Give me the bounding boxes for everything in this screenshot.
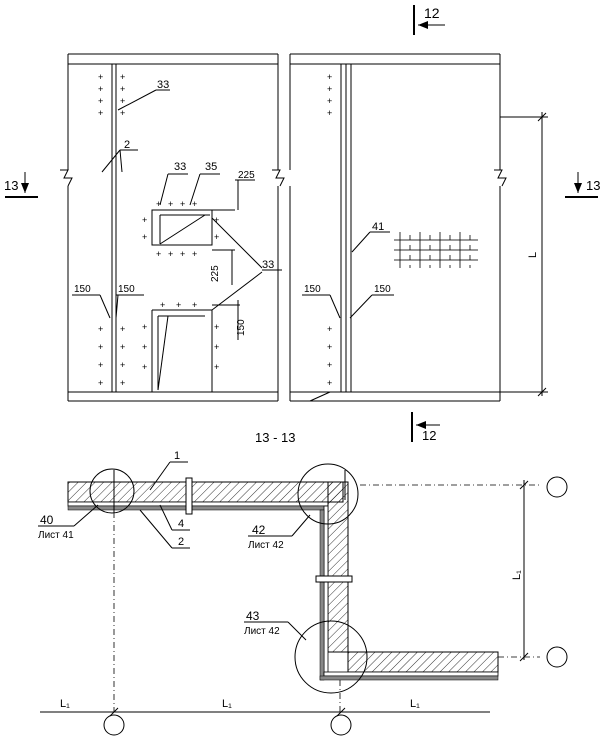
svg-text:+: + (98, 378, 103, 388)
svg-text:+: + (98, 324, 103, 334)
svg-text:+: + (327, 96, 332, 106)
callout-2b: 2 (178, 536, 184, 548)
svg-text:+: + (98, 96, 103, 106)
svg-text:+: + (180, 249, 185, 259)
node-43: 43 (246, 609, 260, 623)
svg-text:+: + (327, 378, 332, 388)
dim-150e: 150 (236, 319, 247, 336)
svg-text:+: + (120, 324, 125, 334)
section-top-label: 12 (424, 5, 440, 21)
svg-text:+: + (120, 360, 125, 370)
dim-225a: 225 (238, 170, 255, 181)
svg-text:+: + (98, 72, 103, 82)
dim-150c: 150 (304, 284, 321, 295)
node-circles (89, 463, 368, 694)
svg-text:+: + (156, 199, 161, 209)
callout-33c: 33 (262, 259, 274, 271)
node-40: 40 (40, 513, 54, 527)
svg-text:+: + (176, 300, 181, 310)
svg-text:+: + (120, 84, 125, 94)
svg-text:+: + (327, 108, 332, 118)
svg-text:+: + (120, 96, 125, 106)
dim-L1-a: L₁ (60, 698, 70, 710)
section-bottom-label: 12 (422, 428, 436, 443)
callout-35: 35 (205, 161, 217, 173)
dimension-L1-side: L₁ (511, 480, 529, 662)
section-right-label: 13 (586, 178, 600, 193)
dim-L1-side: L₁ (511, 570, 523, 580)
plan-section (67, 470, 499, 681)
dim-L1-b: L₁ (222, 698, 232, 710)
left-wall-elevation (60, 53, 285, 402)
dimension-L1-bottom: L₁ L₁ L₁ (40, 698, 490, 717)
svg-text:+: + (142, 322, 147, 332)
section-left-label: 13 (4, 178, 18, 193)
section-callouts: 1 4 2 40 Лист 41 42 Лист 42 43 Лист 42 (38, 450, 311, 641)
svg-text:+: + (180, 199, 185, 209)
svg-text:+: + (214, 322, 219, 332)
node-43-sheet: Лист 42 (244, 626, 280, 637)
svg-text:+: + (192, 199, 197, 209)
dim-150d: 150 (374, 284, 391, 295)
svg-text:+: + (98, 108, 103, 118)
upper-opening (151, 209, 213, 246)
brick-fill (394, 232, 478, 268)
svg-text:+: + (192, 249, 197, 259)
callout-33b: 33 (174, 161, 186, 173)
svg-text:+: + (192, 300, 197, 310)
svg-text:+: + (142, 232, 147, 242)
svg-text:+: + (214, 232, 219, 242)
dim-225b: 225 (210, 265, 221, 282)
svg-text:+: + (142, 342, 147, 352)
svg-text:+: + (98, 360, 103, 370)
dimension-L: L (500, 112, 548, 397)
section-marker-top: 12 (413, 5, 445, 35)
svg-text:+: + (214, 362, 219, 372)
svg-text:+: + (168, 249, 173, 259)
node-42: 42 (252, 523, 266, 537)
right-wall-elevation (289, 53, 507, 402)
section-marker-bottom: 12 (411, 412, 440, 443)
elevation-callouts: 33 2 33 35 225 225 33 150 150 150 150 (72, 79, 394, 340)
svg-text:+: + (214, 342, 219, 352)
callout-1: 1 (174, 450, 180, 462)
svg-text:+: + (327, 84, 332, 94)
svg-text:+: + (160, 300, 165, 310)
svg-text:+: + (120, 108, 125, 118)
svg-text:+: + (142, 215, 147, 225)
svg-text:+: + (327, 360, 332, 370)
node-40-sheet: Лист 41 (38, 530, 74, 541)
svg-text:+: + (120, 72, 125, 82)
section-title: 13 - 13 (255, 430, 295, 445)
lower-opening (151, 309, 213, 392)
callout-2: 2 (124, 139, 130, 151)
bolt-marks: + + + + + + + + + + + + + + + + + + + + + + + + + + + +… (98, 72, 332, 388)
section-marker-right: 13 (565, 172, 600, 198)
svg-text:+: + (120, 342, 125, 352)
callout-33a: 33 (157, 79, 169, 91)
svg-text:+: + (327, 324, 332, 334)
dim-150a: 150 (74, 284, 91, 295)
dim-L1-c: L₁ (410, 698, 420, 710)
callout-41: 41 (372, 221, 384, 233)
svg-text:+: + (168, 199, 173, 209)
svg-text:+: + (327, 342, 332, 352)
section-marker-left: 13 (4, 172, 38, 198)
svg-text:+: + (327, 72, 332, 82)
svg-text:+: + (98, 84, 103, 94)
svg-text:+: + (142, 362, 147, 372)
svg-text:+: + (214, 215, 219, 225)
svg-text:+: + (98, 342, 103, 352)
dim-L: L (527, 252, 539, 258)
dim-150b: 150 (118, 284, 135, 295)
callout-4: 4 (178, 518, 184, 530)
node-42-sheet: Лист 42 (248, 540, 284, 551)
svg-text:+: + (156, 249, 161, 259)
grid-axes (103, 476, 568, 736)
svg-text:+: + (120, 378, 125, 388)
